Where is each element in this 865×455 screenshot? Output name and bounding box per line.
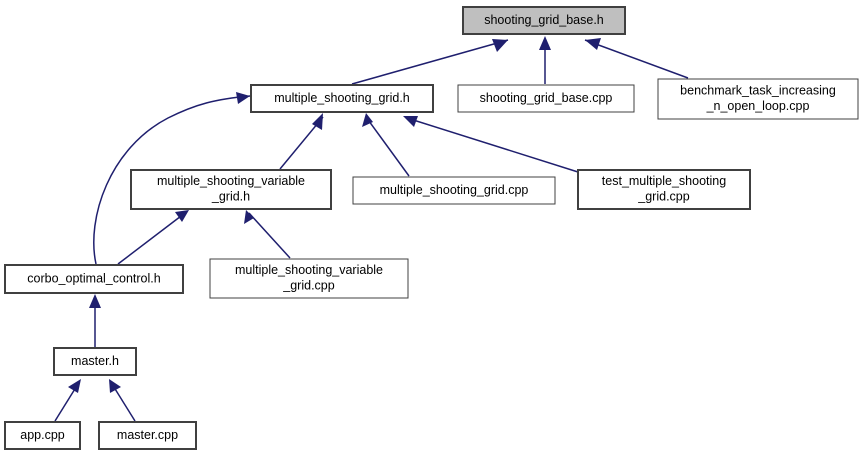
arrowhead-icon (585, 38, 601, 50)
arrowhead-icon (89, 294, 101, 308)
graph-node-benchmark_task_increasing_n_open_loop_cpp[interactable]: benchmark_task_increasing_n_open_loop.cp… (657, 78, 859, 120)
node-label: shooting_grid_base.h (484, 13, 604, 27)
graph-edge-benchmark_task_increasing_n_open_loop_cpp-to-shooting_grid_base_h (584, 39, 689, 79)
node-box[interactable] (462, 6, 626, 35)
arrowhead-icon (244, 210, 254, 224)
arrowhead-icon (175, 210, 189, 222)
node-label: app.cpp (20, 428, 65, 442)
node-box[interactable] (53, 347, 137, 376)
node-label: master.cpp (117, 428, 178, 442)
node-label: shooting_grid_base.cpp (480, 91, 613, 105)
arrowhead-icon (312, 113, 323, 130)
node-label: _grid.cpp (637, 190, 689, 204)
node-label: multiple_shooting_grid.h (274, 91, 410, 105)
node-label: test_multiple_shooting (602, 174, 726, 188)
graph-node-corbo_optimal_control_h[interactable]: corbo_optimal_control.h (4, 264, 184, 294)
node-label: multiple_shooting_grid.cpp (380, 183, 529, 197)
graph-node-multiple_shooting_variable_grid_h[interactable]: multiple_shooting_variable _grid.h (130, 169, 332, 210)
arrowhead-icon (492, 39, 508, 52)
node-label: multiple_shooting_variable (157, 174, 305, 188)
graph-edge-test_multiple_shooting_grid_cpp-to-multiple_shooting_grid_h (406, 117, 579, 173)
node-label: benchmark_task_increasing (680, 84, 836, 98)
graph-edge-corbo_optimal_control_h-to-multiple_shooting_variable_grid_h (117, 212, 186, 265)
graph-edges (54, 36, 689, 422)
graph-edge-multiple_shooting_variable_grid_cpp-to-multiple_shooting_variable_grid_h (248, 212, 291, 259)
node-box[interactable] (250, 84, 434, 113)
node-box[interactable] (352, 176, 556, 205)
graph-node-test_multiple_shooting_grid_cpp[interactable]: test_multiple_shooting _grid.cpp (577, 169, 751, 210)
graph-edge-multiple_shooting_grid_cpp-to-multiple_shooting_grid_h (365, 116, 410, 177)
graph-node-shooting_grid_base_cpp[interactable]: shooting_grid_base.cpp (457, 84, 635, 113)
graph-node-app_cpp[interactable]: app.cpp (4, 421, 81, 450)
node-box[interactable] (457, 84, 635, 113)
graph-node-multiple_shooting_grid_h[interactable]: multiple_shooting_grid.h (250, 84, 434, 113)
node-label: corbo_optimal_control.h (27, 271, 160, 285)
graph-node-multiple_shooting_variable_grid_cpp[interactable]: multiple_shooting_variable _grid.cpp (209, 258, 409, 299)
graph-node-multiple_shooting_grid_cpp[interactable]: multiple_shooting_grid.cpp (352, 176, 556, 205)
node-box[interactable] (209, 258, 409, 299)
node-label: _n_open_loop.cpp (706, 99, 810, 113)
node-box[interactable] (4, 264, 184, 294)
arrowhead-icon (109, 379, 121, 393)
node-box[interactable] (4, 421, 81, 450)
graph-edge-master_cpp-to-master_h (111, 383, 136, 422)
node-label: _grid.cpp (282, 279, 334, 293)
node-label: _grid.h (211, 190, 250, 204)
graph-edge-multiple_shooting_grid_h-to-shooting_grid_base_h (351, 39, 509, 85)
graph-node-shooting_grid_base_h[interactable]: shooting_grid_base.h (462, 6, 626, 35)
graph-nodes: shooting_grid_base.h multiple_shooting_gr… (4, 6, 859, 450)
graph-node-master_cpp[interactable]: master.cpp (98, 421, 197, 450)
node-box[interactable] (577, 169, 751, 210)
arrowhead-icon (539, 36, 551, 50)
node-box[interactable] (98, 421, 197, 450)
node-label: multiple_shooting_variable (235, 263, 383, 277)
arrowhead-icon (362, 113, 373, 127)
node-box[interactable] (130, 169, 332, 210)
arrowhead-icon (68, 379, 81, 393)
graph-node-master_h[interactable]: master.h (53, 347, 137, 376)
graph-edge-corbo_optimal_control_h-to-multiple_shooting_grid_h (93, 95, 251, 265)
node-box[interactable] (657, 78, 859, 120)
node-label: master.h (71, 354, 119, 368)
arrowhead-icon (236, 92, 250, 104)
arrowhead-icon (403, 116, 418, 127)
